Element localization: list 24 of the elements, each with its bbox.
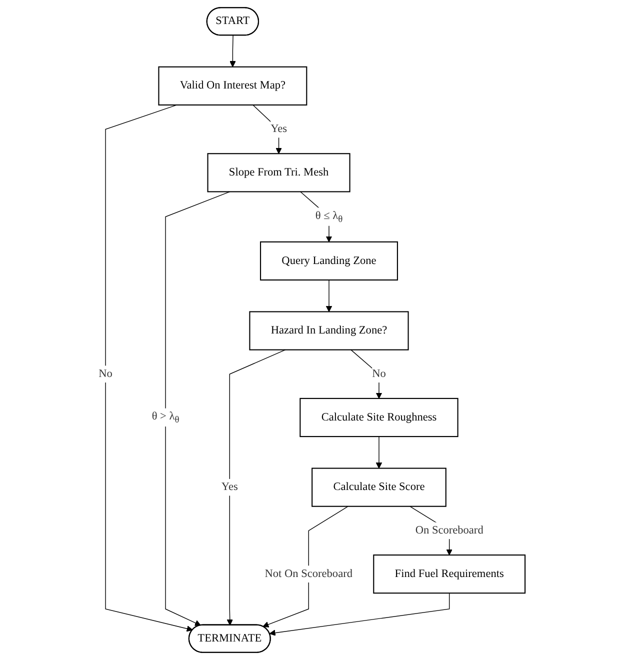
edge-label: θ > λ$_{θ}$ — [152, 410, 180, 425]
arrow — [230, 35, 236, 68]
node-box: Valid On Interest Map? — [158, 66, 308, 106]
node-box: Find Fuel Requirements — [373, 554, 526, 594]
edge-label: No — [98, 368, 113, 380]
arrow — [165, 191, 230, 626]
arrow — [252, 104, 282, 154]
arrow — [376, 436, 382, 469]
edge-label: No — [372, 368, 386, 380]
edge-label: Yes — [270, 122, 288, 135]
node-box: Calculate Site Score — [312, 468, 447, 507]
node-box: Calculate Site Roughness — [300, 398, 458, 438]
arrow — [226, 349, 286, 626]
arrow — [326, 280, 332, 312]
node-box: Hazard In Landing Zone? — [249, 311, 409, 350]
edge-label: Not On Scoreboard — [264, 568, 353, 580]
edge-label: Yes — [222, 480, 238, 493]
arrow — [269, 592, 450, 636]
node-box: Slope From Tri. Mesh — [207, 153, 350, 192]
arrow — [105, 104, 194, 632]
edge-label: On Scoreboard — [415, 524, 484, 536]
node-box: Query Landing Zone — [260, 241, 398, 280]
arrow — [262, 506, 349, 628]
edge-label: θ ≤ λ$_{θ}$ — [316, 210, 343, 224]
